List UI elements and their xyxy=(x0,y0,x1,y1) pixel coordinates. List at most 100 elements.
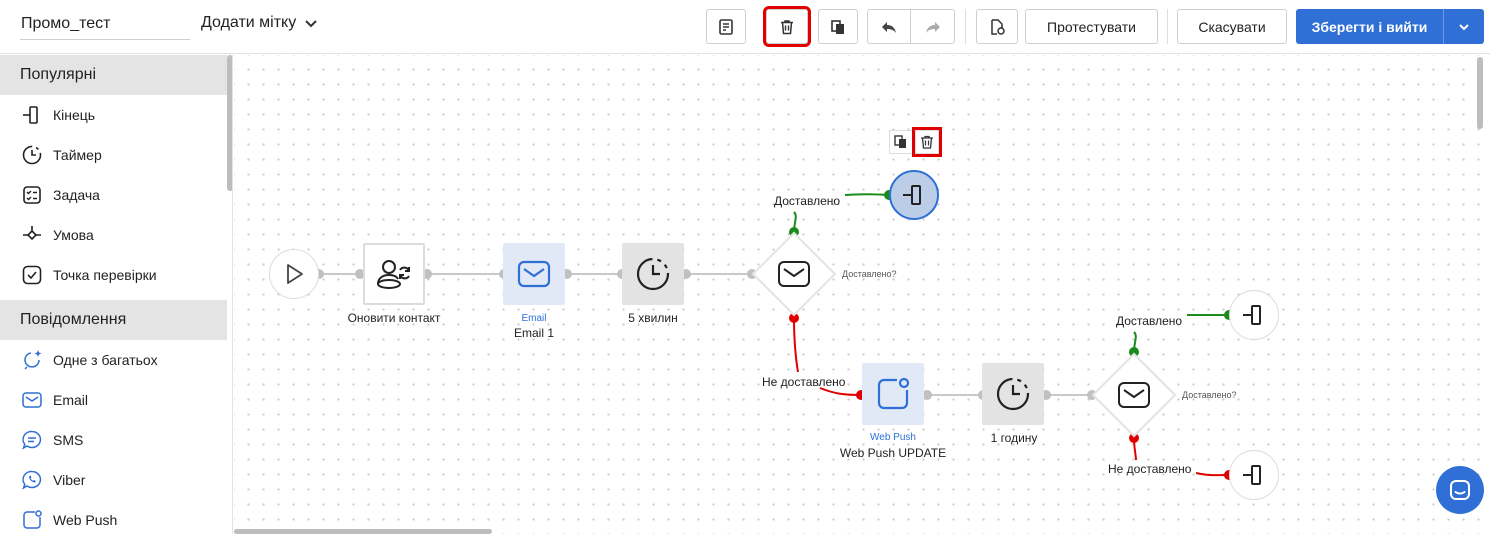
node-delete-button[interactable] xyxy=(912,127,942,157)
end-node-not-delivered[interactable] xyxy=(1229,450,1279,500)
cancel-button[interactable]: Скасувати xyxy=(1177,9,1287,44)
node-copy-button[interactable] xyxy=(889,130,913,154)
sidebar-item-checkpoint[interactable]: Точка перевірки xyxy=(0,255,227,295)
redo-button[interactable] xyxy=(910,9,955,44)
save-and-exit-label: Зберегти і вийти xyxy=(1296,9,1444,44)
timer-icon xyxy=(636,257,670,291)
sparkle-icon xyxy=(20,348,44,372)
sidebar-item-label: SMS xyxy=(53,432,84,448)
user-sync-icon xyxy=(377,260,410,289)
email-name-label: Email 1 xyxy=(513,326,554,340)
sidebar-item-one-of-many[interactable]: Одне з багатьох xyxy=(0,340,227,380)
sidebar-item-label: Точка перевірки xyxy=(53,267,157,283)
undo-icon xyxy=(882,21,896,33)
sidebar-item-sms[interactable]: SMS xyxy=(0,420,227,460)
chat-icon xyxy=(1450,480,1470,500)
trash-icon xyxy=(921,135,933,149)
email-icon xyxy=(517,260,551,288)
condition-email-icon xyxy=(774,254,814,294)
email-icon xyxy=(20,388,44,412)
web-push-name-label: Web Push UPDATE xyxy=(839,446,947,460)
sidebar-item-label: Email xyxy=(53,392,89,408)
add-tag-dropdown[interactable]: Додати мітку xyxy=(201,14,318,32)
canvas-vertical-scrollbar[interactable] xyxy=(1477,57,1483,129)
delivered-branch-2-label: Доставлено xyxy=(1116,314,1183,328)
delete-button[interactable] xyxy=(763,6,811,47)
document-refresh-icon xyxy=(991,18,1005,35)
play-icon xyxy=(287,264,303,284)
copy-icon xyxy=(894,135,906,148)
timer-label: 5 хвилин xyxy=(628,311,678,325)
sidebar-item-end[interactable]: Кінець xyxy=(0,95,227,135)
condition-icon xyxy=(20,223,44,247)
email-node[interactable] xyxy=(503,243,565,305)
add-tag-label: Додати мітку xyxy=(201,14,297,31)
end-icon xyxy=(1243,305,1261,325)
checkpoint-icon xyxy=(20,263,44,287)
canvas-horizontal-scrollbar[interactable] xyxy=(234,529,492,534)
sidebar-item-label: Задача xyxy=(53,187,100,203)
update-contact-label: Оновити контакт xyxy=(347,311,441,325)
section-popular-title: Популярні xyxy=(0,55,227,95)
sidebar-item-label: Одне з багатьох xyxy=(53,352,158,368)
timer-2-label: 1 годину xyxy=(990,431,1038,445)
notes-button[interactable] xyxy=(706,9,746,44)
viber-icon xyxy=(20,468,44,492)
sidebar-item-label: Таймер xyxy=(53,147,102,163)
start-node[interactable] xyxy=(269,249,319,299)
campaign-name-input[interactable] xyxy=(20,10,190,40)
sidebar-item-viber[interactable]: Viber xyxy=(0,460,227,500)
delivered-branch-label: Доставлено xyxy=(774,194,841,208)
task-icon xyxy=(20,183,44,207)
not-delivered-branch-label: Не доставлено xyxy=(762,375,846,389)
end-node-delivered[interactable] xyxy=(1229,290,1279,340)
note-icon xyxy=(719,18,733,35)
copy-icon xyxy=(831,19,844,34)
blocks-sidebar: Популярні Кінець Таймер Задача Умова Точ… xyxy=(0,55,233,534)
webpush-icon xyxy=(877,377,910,410)
toolbar-divider xyxy=(965,9,966,44)
not-delivered-branch-2-label: Не доставлено xyxy=(1108,462,1192,476)
condition-2-question-label: Доставлено? xyxy=(1182,390,1237,400)
undo-button[interactable] xyxy=(867,9,911,44)
end-icon xyxy=(903,185,921,205)
flow-canvas[interactable]: Оновити контакт Email Email 1 5 хвилин Д… xyxy=(234,55,1490,534)
sidebar-item-condition[interactable]: Умова xyxy=(0,215,227,255)
sidebar-scrollbar[interactable] xyxy=(227,55,232,191)
sidebar-item-email[interactable]: Email xyxy=(0,380,227,420)
sidebar-item-label: Умова xyxy=(53,227,94,243)
timer-icon xyxy=(996,377,1030,411)
redo-icon xyxy=(925,21,940,33)
support-chat-button[interactable] xyxy=(1436,466,1484,514)
sms-icon xyxy=(20,428,44,452)
save-options-toggle[interactable] xyxy=(1444,9,1484,44)
node-mini-toolbar xyxy=(889,127,942,157)
condition-question-label: Доставлено? xyxy=(842,269,897,279)
end-icon xyxy=(1243,465,1261,485)
section-messages-title: Повідомлення xyxy=(0,300,227,340)
sidebar-item-label: Viber xyxy=(53,472,86,488)
update-contact-node[interactable] xyxy=(363,243,425,305)
trash-icon xyxy=(781,19,793,34)
test-button[interactable]: Протестувати xyxy=(1025,9,1158,44)
timer-icon xyxy=(20,143,44,167)
end-icon xyxy=(20,103,44,127)
toolbar-divider xyxy=(1167,9,1168,44)
timer-node-2[interactable] xyxy=(982,363,1044,425)
copy-button[interactable] xyxy=(818,9,858,44)
condition-email-icon xyxy=(1114,375,1154,415)
timer-node[interactable] xyxy=(622,243,684,305)
sidebar-item-label: Web Push xyxy=(53,512,118,528)
sidebar-item-task[interactable]: Задача xyxy=(0,175,227,215)
chevron-down-icon xyxy=(1459,23,1469,30)
sidebar-item-label: Кінець xyxy=(53,107,96,123)
sidebar-item-web-push[interactable]: Web Push xyxy=(0,500,227,534)
history-button[interactable] xyxy=(976,9,1018,44)
chevron-down-icon xyxy=(305,20,317,28)
email-type-label: Email xyxy=(521,313,547,324)
end-node-selected[interactable] xyxy=(889,170,939,220)
web-push-node[interactable] xyxy=(862,363,924,425)
sidebar-item-timer[interactable]: Таймер xyxy=(0,135,227,175)
save-and-exit-button[interactable]: Зберегти і вийти xyxy=(1296,9,1484,44)
top-toolbar: Додати мітку Протестувати Скасувати Збер… xyxy=(0,0,1490,54)
